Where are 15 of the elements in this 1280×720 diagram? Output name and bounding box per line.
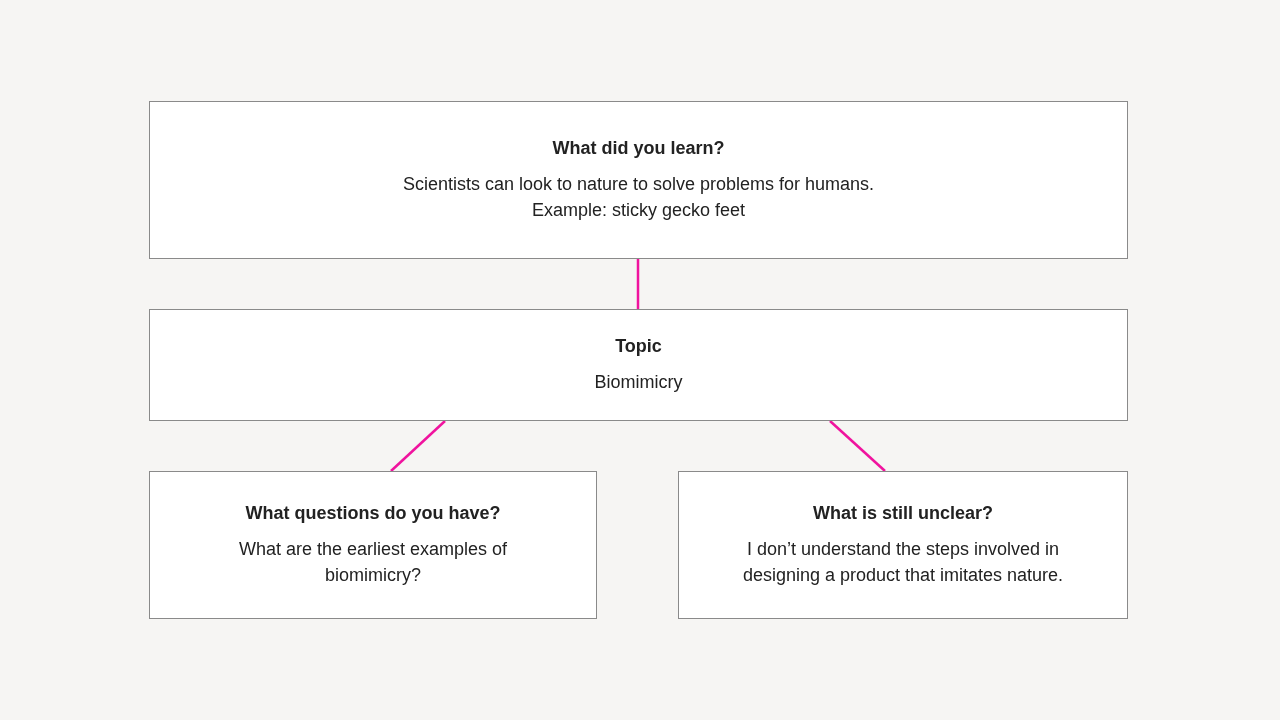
- card-body-text: I don’t understand the steps involved in designing a product that imitates nature.: [741, 537, 1065, 587]
- card-heading: What is still unclear?: [812, 502, 993, 524]
- card-body-text: Scientists can look to nature to solve problems for humans. Example: sticky gecko feet: [401, 172, 876, 222]
- text-card: [149, 101, 1128, 259]
- connector-line: [390, 420, 446, 472]
- connector-line: [636, 259, 640, 309]
- connector-line: [829, 420, 886, 472]
- text-card: [678, 471, 1128, 619]
- text-card: [149, 309, 1128, 421]
- card-heading: What questions do you have?: [245, 502, 501, 524]
- text-card: [149, 471, 597, 619]
- card-body-text: What are the earliest examples of biomimicry?: [237, 537, 509, 587]
- card-heading: Topic: [615, 335, 662, 357]
- card-heading: What did you learn?: [552, 137, 725, 159]
- card-body-text: Biomimicry: [594, 370, 683, 394]
